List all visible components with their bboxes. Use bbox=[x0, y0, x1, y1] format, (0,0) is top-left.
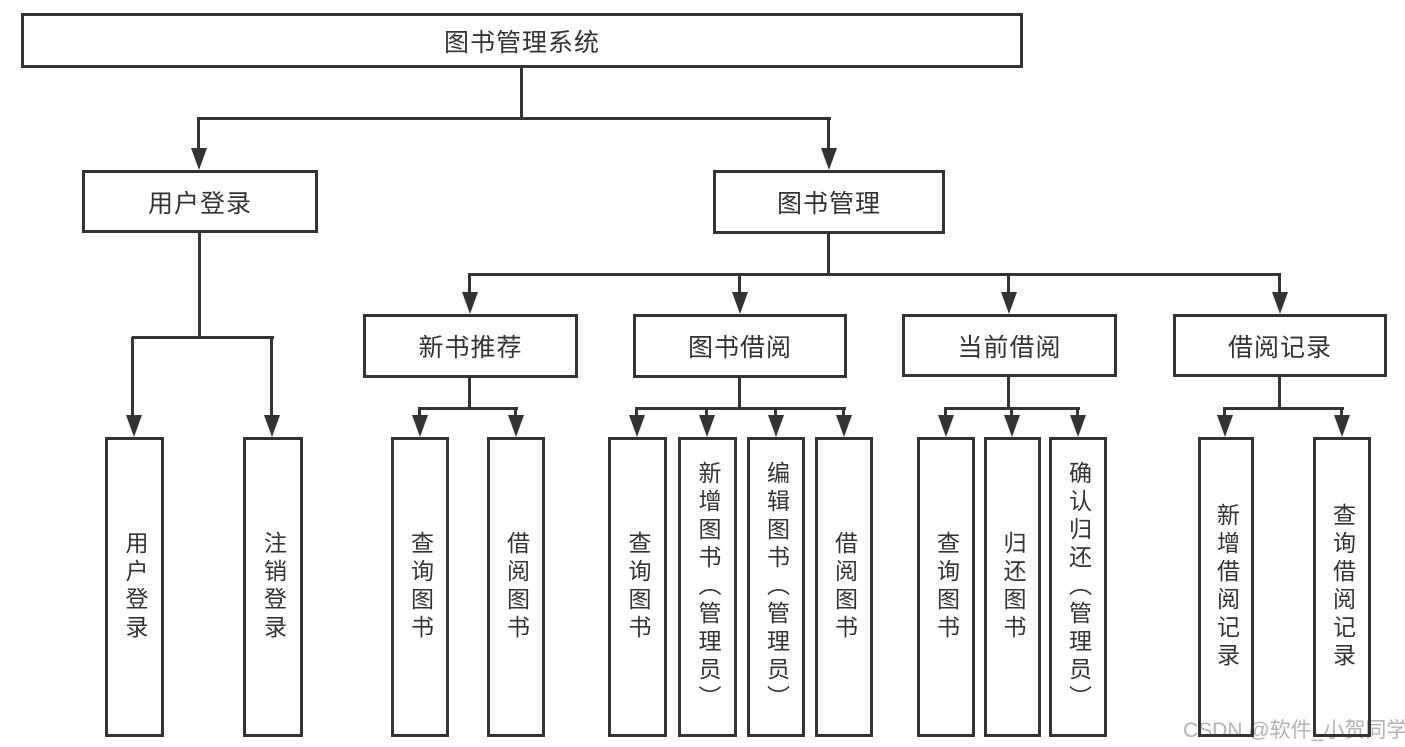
leaf-logout: 注销登录 bbox=[243, 437, 303, 737]
connector-line bbox=[198, 117, 831, 120]
arrowhead-down-icon bbox=[264, 415, 280, 437]
arrowhead-down-icon bbox=[699, 415, 715, 437]
arrowhead-down-icon bbox=[126, 415, 142, 437]
connector-line bbox=[1340, 407, 1343, 417]
arrowhead-down-icon bbox=[1004, 415, 1020, 437]
arrowhead-down-icon bbox=[938, 415, 954, 437]
connector-line bbox=[1278, 273, 1281, 294]
connector-line bbox=[738, 273, 741, 294]
leaf-bb-borrow-books: 借阅图书 bbox=[815, 437, 873, 737]
connector-line bbox=[827, 117, 830, 150]
connector-line bbox=[1076, 407, 1079, 417]
connector-line bbox=[468, 378, 471, 409]
connector-line bbox=[198, 233, 201, 339]
arrowhead-down-icon bbox=[1272, 292, 1288, 314]
connector-line bbox=[1278, 377, 1281, 409]
connector-line bbox=[520, 68, 523, 118]
arrowhead-down-icon bbox=[1070, 415, 1086, 437]
connector-line bbox=[1223, 407, 1344, 410]
connector-line bbox=[738, 378, 741, 409]
arrowhead-down-icon bbox=[462, 292, 478, 314]
connector-line bbox=[468, 273, 471, 294]
watermark: CSDN @软件_小贺同学 bbox=[1183, 719, 1405, 742]
connector-line bbox=[1007, 273, 1010, 294]
connector-line bbox=[1010, 407, 1013, 417]
arrowhead-down-icon bbox=[629, 415, 645, 437]
leaf-nbr-query-books: 查询图书 bbox=[391, 437, 449, 737]
connector-line bbox=[944, 407, 947, 417]
connector-line bbox=[827, 234, 830, 275]
connector-line bbox=[1007, 377, 1010, 409]
leaf-user-login: 用户登录 bbox=[105, 437, 164, 737]
node-book-management: 图书管理 bbox=[713, 170, 945, 234]
connector-line bbox=[635, 407, 638, 417]
leaf-cb-return-books: 归还图书 bbox=[984, 437, 1041, 737]
arrowhead-down-icon bbox=[1001, 292, 1017, 314]
leaf-bb-query-books: 查询图书 bbox=[608, 437, 667, 737]
node-book-borrow: 图书借阅 bbox=[633, 314, 847, 378]
connector-line bbox=[774, 407, 777, 417]
leaf-bb-edit-books-admin: 编辑图书（管理员） bbox=[747, 437, 805, 737]
connector-line bbox=[842, 407, 845, 417]
arrowhead-down-icon bbox=[412, 415, 428, 437]
connector-line bbox=[468, 273, 1281, 276]
leaf-br-add-record: 新增借阅记录 bbox=[1198, 437, 1254, 737]
node-root: 图书管理系统 bbox=[21, 13, 1023, 68]
connector-line bbox=[270, 337, 273, 417]
connector-line bbox=[635, 407, 846, 410]
arrowhead-down-icon bbox=[1217, 415, 1233, 437]
leaf-cb-confirm-return-admin: 确认归还（管理员） bbox=[1049, 437, 1107, 737]
node-user-login: 用户登录 bbox=[82, 170, 318, 233]
connector-line bbox=[197, 117, 200, 150]
connector-line bbox=[132, 336, 274, 339]
node-new-book-recommend: 新书推荐 bbox=[363, 314, 578, 378]
leaf-cb-query-books: 查询图书 bbox=[917, 437, 975, 737]
leaf-bb-add-books-admin: 新增图书（管理员） bbox=[678, 437, 737, 737]
node-borrow-records: 借阅记录 bbox=[1173, 314, 1387, 377]
arrowhead-down-icon bbox=[836, 415, 852, 437]
arrowhead-down-icon bbox=[508, 415, 524, 437]
arrowhead-down-icon bbox=[191, 148, 207, 170]
leaf-br-query-record: 查询借阅记录 bbox=[1313, 437, 1371, 737]
leaf-nbr-borrow-books: 借阅图书 bbox=[487, 437, 545, 737]
connector-line bbox=[131, 337, 134, 417]
connector-line bbox=[418, 407, 421, 417]
connector-line bbox=[418, 407, 518, 410]
connector-line bbox=[1223, 407, 1226, 417]
arrowhead-down-icon bbox=[768, 415, 784, 437]
node-current-borrow: 当前借阅 bbox=[902, 314, 1117, 377]
connector-line bbox=[705, 407, 708, 417]
arrowhead-down-icon bbox=[732, 292, 748, 314]
connector-line bbox=[514, 407, 517, 417]
arrowhead-down-icon bbox=[821, 148, 837, 170]
arrowhead-down-icon bbox=[1334, 415, 1350, 437]
